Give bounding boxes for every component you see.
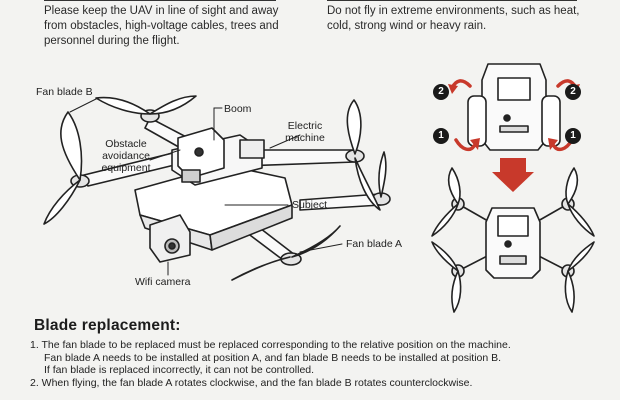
instruction-line-2: Fan blade A needs to be installed at pos… [44, 351, 502, 364]
label-electric-line-2: machine [285, 132, 325, 144]
unfolded-drone-illustration [431, 167, 595, 313]
top-rule-right [327, 0, 577, 1]
label-obstacle-line-3: equipment [101, 162, 151, 174]
label-obstacle-avoidance: Obstacle avoidance equipment [96, 138, 156, 174]
step-badge-2-right: 2 [570, 86, 576, 97]
top-rule-left [44, 0, 276, 1]
instruction-line-4: 2. When flying, the fan blade A rotates … [30, 376, 473, 389]
label-electric-line-1: Electric [287, 120, 323, 132]
label-obstacle-line-1: Obstacle [105, 138, 147, 150]
folded-drone-illustration [467, 63, 561, 151]
label-obstacle-line-2: avoidance [102, 150, 150, 162]
label-boom: Boom [224, 103, 252, 115]
label-electric-machine: Electric machine [280, 120, 330, 144]
instruction-line-1: 1. The fan blade to be replaced must be … [30, 339, 511, 351]
main-drone-illustration [43, 95, 391, 281]
step-badge-1-left: 1 [438, 130, 444, 141]
drone-diagram [43, 63, 595, 313]
step-badge-1-right: 1 [570, 130, 576, 141]
label-fan-blade-b: Fan blade B [36, 86, 93, 98]
label-fan-blade-a: Fan blade A [346, 238, 403, 250]
label-subject: Subject [292, 199, 328, 211]
warning-extreme-environments: Do not fly in extreme environments, such… [327, 5, 580, 32]
label-wifi-camera: Wifi camera [135, 276, 191, 288]
blade-replacement-heading: Blade replacement: [34, 317, 181, 334]
step-badge-2-left: 2 [438, 86, 444, 97]
instruction-line-3: If fan blade is replaced incorrectly, it… [44, 364, 315, 376]
warning-line-of-sight: Please keep the UAV in line of sight and… [44, 5, 279, 47]
blade-replacement-instructions: 1. The fan blade to be replaced must be … [30, 339, 610, 389]
